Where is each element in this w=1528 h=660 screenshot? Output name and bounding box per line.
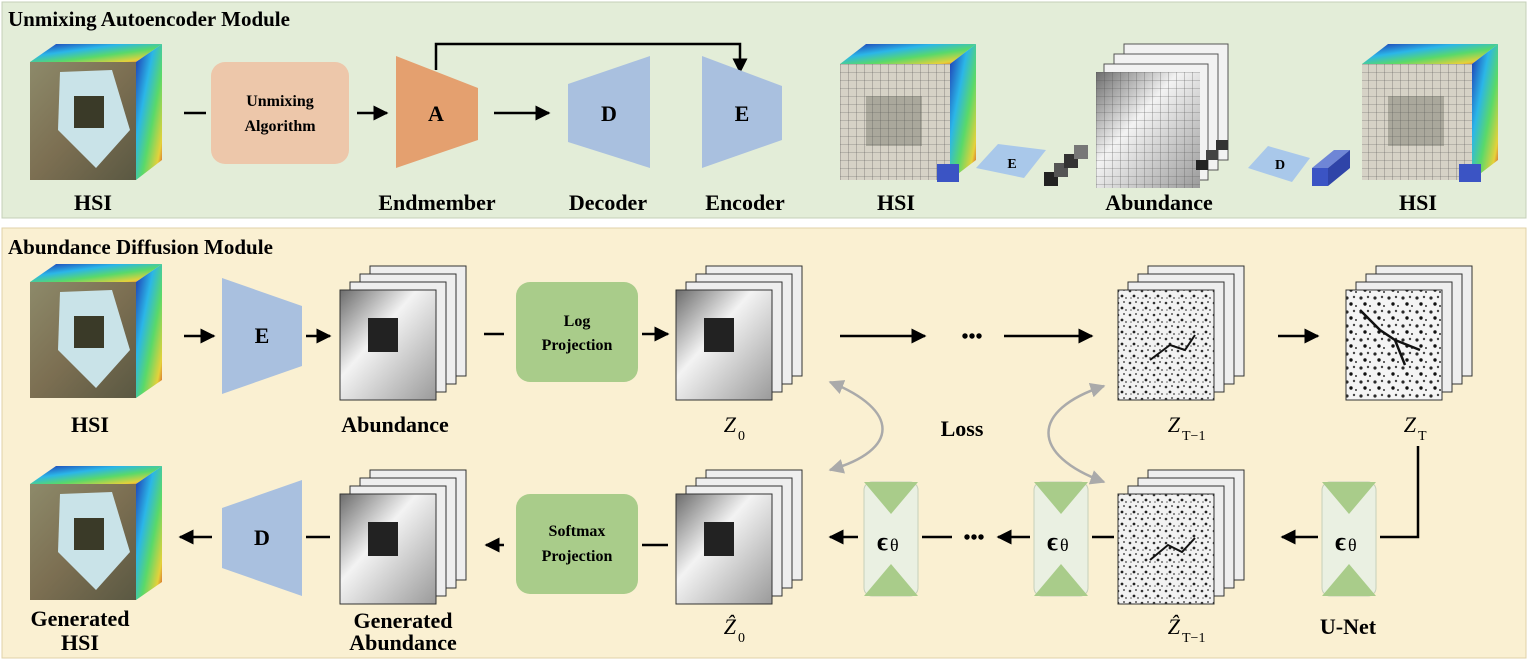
decoder-label: Decoder [569,190,647,215]
z0hat-stack [675,469,803,605]
encoder-trapezoid-top [702,56,782,168]
decoder-trapezoid-top [568,56,650,168]
ellipsis-top: ••• [961,326,982,348]
ztm1-label: Z [1168,412,1181,437]
abundance-blocks-small [1044,145,1088,186]
unmixing-label-line2: Algorithm [244,118,316,135]
softmax-projection-line2: Projection [542,548,613,565]
ztm1hat-stack [1117,469,1245,605]
loss-arrow-ztm1 [1047,383,1106,485]
z0-stack [675,265,803,401]
zt-subscript: T [1418,429,1427,444]
loss-label: Loss [941,416,984,441]
small-decoder-symbol: D [1275,158,1285,173]
generated-hsi-cube [30,466,162,600]
ztm1hat-subscript: T−1 [1182,631,1205,646]
generated-hsi-line2: HSI [61,630,99,655]
encoder-symbol-top: E [735,101,750,126]
diffusion-module-title: Abundance Diffusion Module [8,235,273,259]
eps-symbol-3: ϵ [1335,527,1346,556]
z0hat-label: Ẑ [724,614,737,639]
encoder-label: Encoder [705,190,785,215]
abundance-label-bottom: Abundance [341,412,449,437]
eps-subscript-2: θ [1060,535,1069,555]
hsi-label-top: HSI [74,190,112,215]
loss-arrow-z0 [828,380,884,474]
skip-connection-arrow [434,42,748,74]
log-projection-box [516,282,638,382]
ztm1-stack [1117,265,1245,401]
small-encoder-symbol: E [1007,157,1016,172]
unmixing-module-title: Unmixing Autoencoder Module [8,7,290,31]
unet-label: U-Net [1320,614,1377,639]
hsi-in-label: HSI [877,190,915,215]
gridded-hsi-cube-out [1362,44,1498,182]
endmember-trapezoid [396,56,478,168]
small-encoder-shape [976,144,1046,178]
unet-block-2 [1033,481,1089,597]
log-projection-line2: Projection [542,337,613,354]
hsi-cube-bottom [30,264,162,398]
encoder-symbol-bottom: E [255,323,270,348]
abundance-stack-bottom [339,265,467,401]
eps-symbol-2: ϵ [1047,527,1058,556]
hsi-label-bottom: HSI [71,412,109,437]
endmember-label: Endmember [378,190,496,215]
log-projection-line1: Log [564,313,591,330]
ztm1-subscript: T−1 [1182,429,1205,444]
unet-block-1 [863,481,919,597]
small-3d-block [1312,150,1350,186]
small-decoder-shape [1248,146,1310,182]
unet-block-3 [1321,481,1377,597]
endmember-symbol: A [428,101,444,126]
zt-stack [1345,265,1473,401]
unmixing-label-line1: Unmixing [246,93,314,110]
z0-subscript: 0 [738,429,745,444]
ellipsis-bottom: ••• [963,527,984,549]
generated-abundance-stack [339,469,467,605]
generated-abundance-line2: Abundance [349,630,457,655]
z0-label: Z [724,412,737,437]
z0hat-subscript: 0 [738,631,745,646]
decoder-trapezoid-bottom [222,480,302,596]
zt-to-unet-line [1380,446,1420,539]
abundance-label-top: Abundance [1105,190,1213,215]
generated-abundance-line1: Generated [354,608,453,633]
softmax-projection-line1: Softmax [549,523,606,540]
softmax-projection-box [516,494,638,594]
eps-symbol-1: ϵ [877,527,888,556]
gridded-hsi-cube-in [840,44,976,182]
decoder-symbol-top: D [601,101,617,126]
eps-subscript-1: θ [890,535,899,555]
generated-hsi-line1: Generated [31,606,130,631]
eps-subscript-3: θ [1348,535,1357,555]
encoder-trapezoid-bottom [222,278,302,394]
zt-label: Z [1404,412,1417,437]
hsi-cube-input [30,44,162,180]
unmixing-algorithm-box [211,62,349,164]
hsi-out-label: HSI [1399,190,1437,215]
abundance-stack-top [1096,43,1229,188]
ztm1hat-label: Ẑ [1168,614,1181,639]
decoder-symbol-bottom: D [254,525,270,550]
